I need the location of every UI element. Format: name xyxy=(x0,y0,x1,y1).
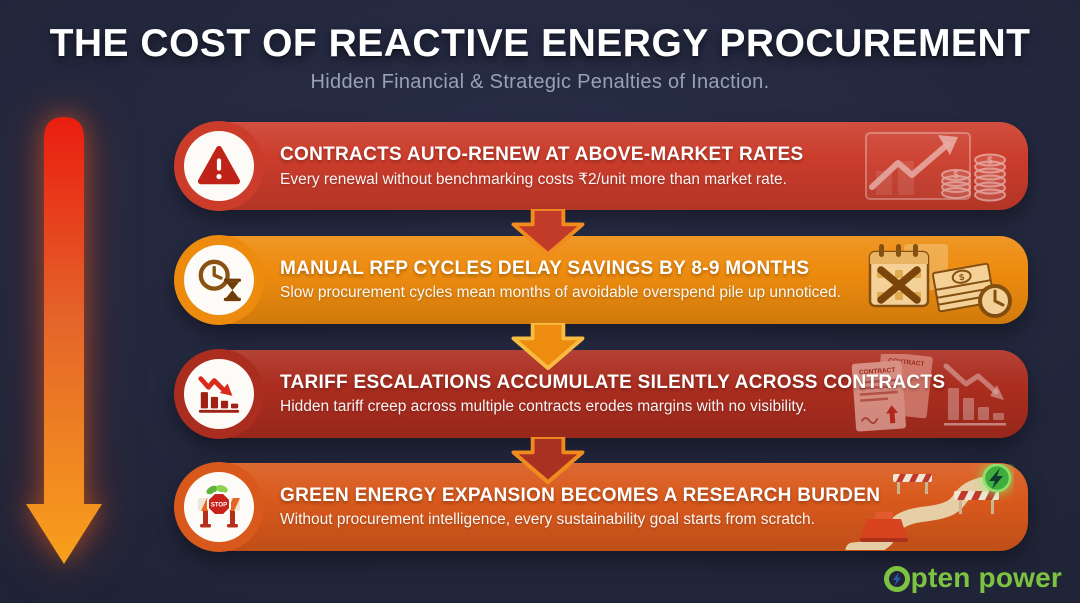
row-title: GREEN ENERGY EXPANSION BECOMES A RESEARC… xyxy=(280,485,881,506)
infographic-subtitle: Hidden Financial & Strategic Penalties o… xyxy=(310,71,770,93)
contract-doc-label: CONTRACT xyxy=(888,357,925,368)
coin-dollar-label: $ xyxy=(953,170,959,181)
downward-flow-arrow-icon xyxy=(26,117,102,564)
row-title: TARIFF ESCALATIONS ACCUMULATE SILENTLY A… xyxy=(280,372,946,393)
cost-item-row-manual-rfp: MANUAL RFP CYCLES DELAY SAVINGS BY 8-9 M… xyxy=(175,236,1028,324)
cost-item-row-green-energy: STOP GREEN ENERGY EXPANSION BECOMES A RE… xyxy=(175,463,1028,551)
stop-sign-label: STOP xyxy=(211,503,227,509)
calendar-cash-clock-illustration: $ xyxy=(868,244,1012,318)
clock-hourglass-icon xyxy=(184,245,254,315)
flow-connector-arrow-icon xyxy=(511,437,585,485)
logo-bolt-icon xyxy=(892,572,901,586)
flow-connector-arrow-icon xyxy=(511,209,585,257)
jersey-barrier-icon xyxy=(860,512,908,542)
row-title: MANUAL RFP CYCLES DELAY SAVINGS BY 8-9 M… xyxy=(280,258,810,279)
brand-logo: pten power xyxy=(883,562,1062,593)
mini-barrier-icon xyxy=(893,474,932,494)
infographic-title: THE COST OF REACTIVE ENERGY PROCUREMENT xyxy=(49,22,1031,65)
row-subtitle: Slow procurement cycles mean months of a… xyxy=(280,284,841,301)
row-title: CONTRACTS AUTO-RENEW AT ABOVE-MARKET RAT… xyxy=(280,143,804,165)
coin-dollar-label: $ xyxy=(987,156,993,167)
rising-chart-coins-illustration: $ $ xyxy=(865,132,1006,202)
contract-docs-chart-illustration: CONTRACT CONTRACT xyxy=(851,354,1006,432)
cost-item-row-tariff-escalations: TARIFF ESCALATIONS ACCUMULATE SILENTLY A… xyxy=(175,350,1028,438)
contract-doc-label: CONTRACT xyxy=(859,367,896,377)
row-subtitle: Hidden tariff creep across multiple cont… xyxy=(280,398,807,415)
logo-o-ring-icon xyxy=(883,566,910,592)
flow-connector-arrow-icon xyxy=(511,323,585,371)
green-energy-bolt-icon xyxy=(982,464,1012,493)
roadblock-stop-icon: STOP xyxy=(184,472,254,542)
logo-text: pten power xyxy=(910,562,1062,593)
row-subtitle: Without procurement intelligence, every … xyxy=(280,511,815,528)
row-subtitle: Every renewal without benchmarking costs… xyxy=(280,170,787,188)
warning-triangle-icon xyxy=(184,131,254,201)
cash-dollar-label: $ xyxy=(958,272,965,283)
declining-bars-icon xyxy=(184,359,254,429)
mini-barrier-icon xyxy=(954,491,999,514)
cost-item-row-auto-renew: CONTRACTS AUTO-RENEW AT ABOVE-MARKET RAT… xyxy=(175,122,1028,210)
road-barriers-green-energy-illustration xyxy=(845,464,1012,550)
